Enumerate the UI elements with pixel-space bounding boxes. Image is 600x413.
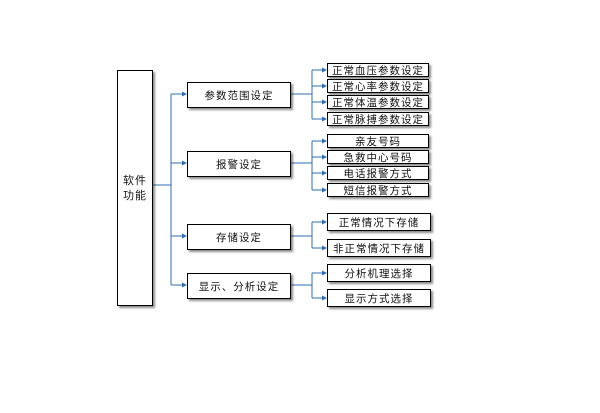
leaf-node-analysis-mechanism: 分析机理选择 — [327, 264, 431, 282]
leaf-node-display-mode: 显示方式选择 — [327, 289, 431, 307]
leaf-label: 正常心率参数设定 — [332, 80, 424, 93]
group-node-alarm: 报警设定 — [187, 151, 291, 177]
leaf-node-heart-rate-params: 正常心率参数设定 — [327, 79, 429, 93]
root-node-software-functions: 软件 功能 — [117, 70, 153, 306]
group-label: 参数范围设定 — [204, 89, 274, 102]
leaf-node-sms-alarm: 短信报警方式 — [327, 183, 429, 197]
leaf-node-bp-params: 正常血压参数设定 — [327, 63, 429, 77]
leaf-label: 电话报警方式 — [343, 167, 413, 180]
leaf-label: 正常体温参数设定 — [332, 96, 424, 109]
group-label: 存储设定 — [216, 231, 262, 244]
root-label-line2: 功能 — [123, 189, 147, 202]
group-node-parameter-range: 参数范围设定 — [187, 82, 291, 108]
leaf-label: 正常血压参数设定 — [332, 64, 424, 77]
group-label: 显示、分析设定 — [198, 280, 280, 293]
leaf-label: 短信报警方式 — [343, 184, 413, 197]
group-node-storage: 存储设定 — [187, 224, 291, 250]
leaf-node-normal-storage: 正常情况下存储 — [327, 213, 431, 231]
leaf-label: 正常脉搏参数设定 — [332, 113, 424, 126]
leaf-node-emergency-number: 急救中心号码 — [327, 150, 429, 164]
leaf-label: 正常情况下存储 — [338, 216, 420, 229]
leaf-label: 急救中心号码 — [343, 151, 413, 164]
group-label: 报警设定 — [216, 158, 262, 171]
leaf-node-abnormal-storage: 非正常情况下存储 — [327, 239, 431, 257]
group-node-display-analysis: 显示、分析设定 — [187, 273, 291, 299]
leaf-node-family-number: 亲友号码 — [327, 134, 429, 148]
leaf-label: 显示方式选择 — [344, 292, 414, 305]
leaf-node-pulse-params: 正常脉搏参数设定 — [327, 112, 429, 126]
leaf-label: 非正常情况下存储 — [333, 242, 425, 255]
leaf-label: 分析机理选择 — [344, 267, 414, 280]
leaf-node-temperature-params: 正常体温参数设定 — [327, 95, 429, 109]
root-label-line1: 软件 — [123, 174, 147, 187]
leaf-node-phone-alarm: 电话报警方式 — [327, 166, 429, 180]
leaf-label: 亲友号码 — [355, 135, 401, 148]
